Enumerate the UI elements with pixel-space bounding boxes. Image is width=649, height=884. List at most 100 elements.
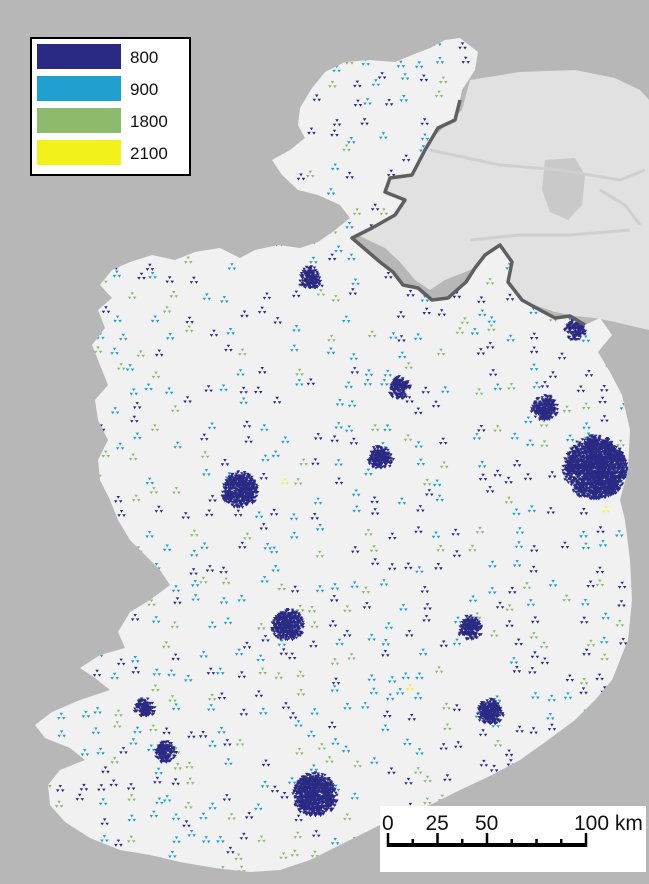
site-marker — [370, 508, 380, 516]
site-marker — [485, 278, 495, 286]
site-marker — [615, 619, 625, 627]
site-marker — [364, 468, 373, 476]
site-marker — [595, 566, 605, 574]
site-marker — [269, 546, 279, 554]
site-marker — [129, 388, 138, 396]
site-marker — [529, 632, 539, 640]
site-marker — [367, 674, 376, 682]
site-marker — [306, 378, 316, 386]
site-marker — [399, 604, 408, 612]
site-marker — [334, 459, 343, 467]
site-marker — [379, 579, 389, 587]
site-marker — [539, 641, 549, 649]
site-marker — [493, 425, 502, 433]
site-marker — [344, 425, 354, 433]
site-marker — [527, 505, 537, 513]
scale-label: 0 — [382, 812, 394, 835]
site-marker — [149, 724, 158, 732]
site-marker — [404, 562, 413, 570]
site-marker — [353, 80, 362, 88]
site-marker — [347, 653, 356, 661]
site-marker — [133, 432, 142, 440]
site-marker — [477, 296, 486, 304]
site-marker — [330, 685, 339, 693]
site-marker — [57, 730, 66, 738]
site-marker — [130, 614, 140, 622]
site-marker — [370, 496, 379, 504]
site-marker — [562, 405, 572, 413]
site-marker — [261, 454, 270, 462]
site-marker — [579, 687, 588, 695]
site-marker — [582, 422, 591, 430]
site-marker — [190, 529, 199, 537]
site-marker — [293, 478, 303, 486]
site-marker — [200, 433, 209, 441]
site-marker — [458, 42, 467, 50]
site-marker — [514, 638, 523, 646]
site-marker — [434, 90, 444, 98]
site-marker — [239, 708, 249, 716]
site-marker — [205, 565, 215, 573]
site-marker — [258, 367, 267, 375]
site-marker — [486, 342, 495, 350]
site-marker — [295, 368, 304, 376]
ni-roads — [429, 148, 646, 242]
site-marker — [93, 707, 102, 715]
site-marker — [414, 407, 423, 415]
site-marker — [330, 658, 340, 666]
site-marker — [439, 437, 448, 445]
site-marker — [184, 675, 193, 682]
site-marker — [237, 671, 246, 679]
site-marker — [434, 666, 444, 674]
site-marker — [331, 677, 341, 685]
site-marker — [145, 531, 154, 539]
site-marker — [236, 369, 245, 377]
site-marker — [254, 690, 264, 698]
site-marker — [80, 749, 90, 757]
site-marker — [493, 383, 502, 391]
site-marker — [127, 292, 137, 300]
site-marker — [101, 450, 110, 458]
site-marker — [327, 334, 336, 342]
site-marker — [173, 441, 182, 449]
site-marker — [547, 694, 556, 702]
site-marker — [149, 487, 159, 495]
site-marker — [477, 425, 486, 433]
site-marker — [219, 566, 228, 574]
site-marker — [453, 616, 463, 624]
site-marker — [504, 476, 513, 484]
site-marker — [240, 310, 249, 318]
site-marker — [431, 400, 441, 408]
site-marker — [116, 658, 126, 666]
site-marker — [93, 346, 103, 354]
site-marker — [170, 621, 179, 629]
site-marker — [147, 599, 156, 607]
site-marker — [237, 595, 246, 603]
site-marker — [310, 708, 319, 716]
site-marker — [172, 487, 181, 495]
site-marker — [349, 437, 359, 445]
site-marker — [600, 653, 609, 661]
site-marker — [418, 648, 428, 656]
site-marker — [316, 289, 326, 297]
site-marker — [586, 580, 595, 588]
site-marker — [330, 129, 339, 137]
site-marker — [529, 727, 538, 735]
site-marker — [617, 581, 627, 589]
site-marker — [422, 307, 431, 315]
site-marker — [221, 577, 231, 585]
site-marker — [470, 328, 480, 336]
site-marker — [452, 638, 462, 646]
site-marker — [384, 272, 393, 279]
site-marker — [315, 585, 325, 593]
site-marker — [599, 636, 609, 644]
site-marker — [403, 434, 413, 442]
site-marker — [396, 311, 406, 319]
site-marker — [452, 704, 462, 712]
site-marker — [364, 529, 373, 537]
site-marker — [526, 599, 536, 607]
site-marker — [202, 293, 212, 301]
site-marker — [128, 453, 138, 461]
site-marker — [342, 315, 351, 323]
